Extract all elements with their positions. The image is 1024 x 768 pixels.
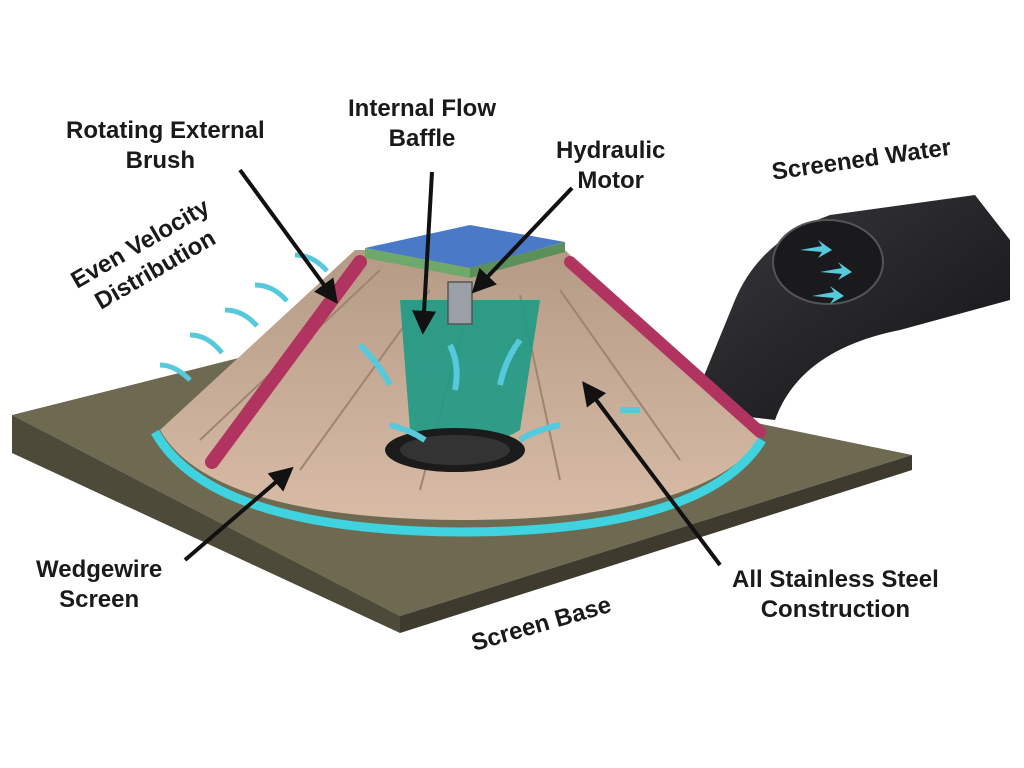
base-front-left: [12, 415, 400, 633]
leader-lines: [183, 168, 722, 567]
label-stainless: All Stainless Steel Construction: [732, 566, 939, 623]
leader-wedgewire: [183, 466, 294, 562]
internal-flow-baffle: [400, 300, 540, 445]
hydraulic-motor-icon: [447, 281, 473, 325]
leader-internal-baffle: [412, 171, 437, 335]
label-rotating-brush: Rotating External Brush: [66, 117, 265, 174]
base-front-right: [400, 455, 912, 633]
flow-arrow-icon: [447, 343, 460, 391]
rotating-brush-right: [564, 256, 766, 438]
outlet-pipe: [690, 195, 1010, 420]
label-wedgewire: Wedgewire Screen: [36, 556, 163, 613]
inflow-arrows: [159, 252, 329, 382]
motor-plate: [365, 225, 565, 268]
flow-arrow-icon: [820, 262, 852, 280]
flow-arrow-icon: [518, 422, 561, 443]
leader-stainless: [582, 381, 722, 567]
wedgewire-rim: [151, 429, 766, 537]
flow-arrow-icon: [800, 240, 832, 258]
label-hydraulic-motor: Hydraulic Motor: [556, 137, 666, 194]
flow-arrow-icon: [389, 422, 427, 443]
cone-screen: [151, 225, 766, 537]
pipe-opening: [772, 219, 884, 305]
leader-rotating-brush: [238, 168, 338, 304]
flow-arrow-icon: [812, 286, 844, 304]
flow-arrow-icon: [497, 338, 523, 386]
leader-hydraulic-motor: [471, 186, 574, 294]
flow-arrow-icon: [357, 342, 393, 387]
label-internal-baffle: Internal Flow Baffle: [348, 95, 497, 152]
